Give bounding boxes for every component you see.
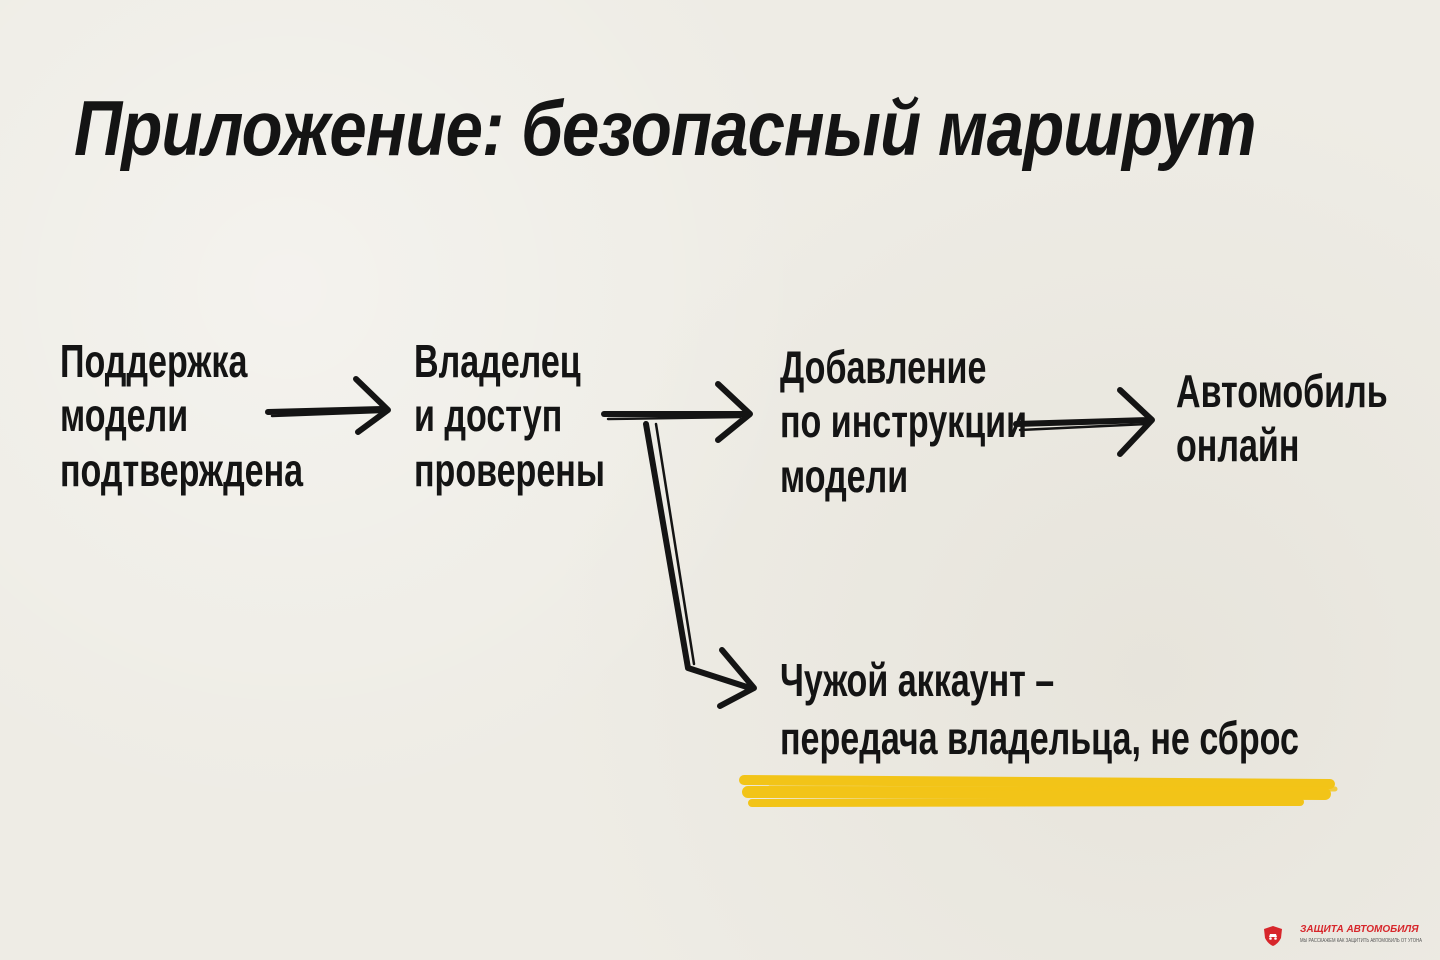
node-model-support: Поддержка модели подтверждена	[60, 334, 303, 497]
node-model-support-line-3: подтверждена	[60, 443, 304, 496]
node-car-online-line-2: онлайн	[1176, 419, 1300, 472]
node-owner-access-line-1: Владелец	[414, 335, 581, 387]
node-foreign-account: Чужой аккаунт – передача владельца, не с…	[780, 652, 1299, 768]
node-model-support-line-1: Поддержка	[60, 335, 248, 387]
arrow-1-to-2	[265, 376, 391, 435]
node-add-by-instructions-line-3: модели	[780, 449, 909, 502]
brand-logo: ЗАЩИТА АВТОМОБИЛЯ МЫ РАССКАЖЕМ КАК ЗАЩИТ…	[1262, 922, 1432, 950]
arrow-3-to-4	[1013, 387, 1155, 457]
node-add-by-instructions-line-1: Добавление	[780, 341, 987, 393]
node-add-by-instructions: Добавление по инструкции модели	[780, 340, 1027, 503]
node-car-online: Автомобиль онлайн	[1176, 364, 1388, 473]
node-owner-access: Владелец и доступ проверены	[414, 334, 605, 497]
node-owner-access-line-2: и доступ	[414, 389, 563, 442]
node-car-online-line-1: Автомобиль	[1176, 365, 1388, 417]
page-title: Приложение: безопасный маршрут	[74, 84, 1257, 172]
arrow-2-to-3	[601, 381, 753, 443]
shield-car-icon	[1264, 926, 1282, 946]
logo-title: ЗАЩИТА АВТОМОБИЛЯ	[1300, 924, 1419, 935]
node-foreign-account-line-2: передача владельца, не сброс	[780, 711, 1299, 764]
highlight-stroke	[739, 775, 1338, 807]
arrow-2-to-branch	[643, 421, 757, 709]
logo-subtitle: МЫ РАССКАЖЕМ КАК ЗАЩИТИТЬ АВТОМОБИЛЬ ОТ …	[1300, 938, 1422, 944]
node-owner-access-line-3: проверены	[414, 443, 605, 496]
node-add-by-instructions-line-2: по инструкции	[780, 395, 1027, 448]
node-foreign-account-line-1: Чужой аккаунт –	[780, 654, 1055, 706]
node-model-support-line-2: модели	[60, 389, 189, 442]
